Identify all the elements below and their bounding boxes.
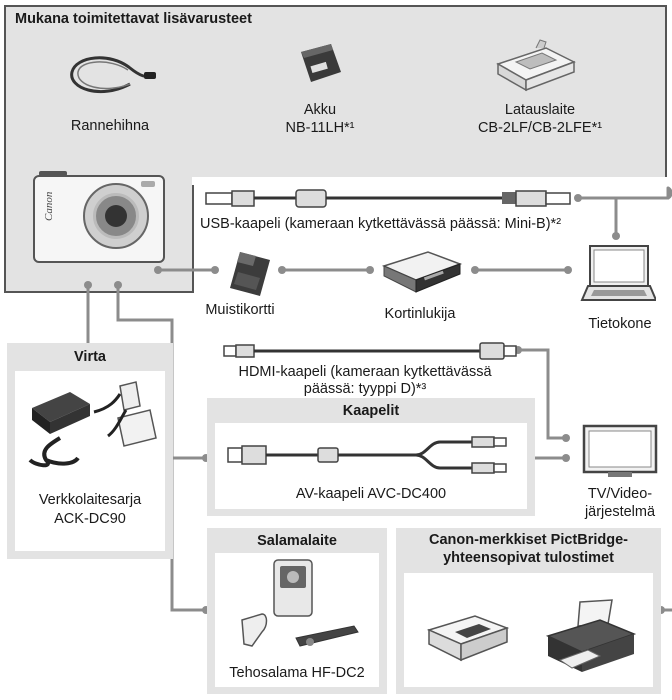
- battery-label-line2: NB-11LH*¹: [285, 120, 355, 136]
- tv-label-line2: järjestelmä: [584, 504, 656, 520]
- power-box-inner: [15, 371, 165, 551]
- computer-image: [580, 245, 656, 301]
- printers-title-line2: yhteensopivat tulostimet: [443, 550, 614, 566]
- computer-label: Tietokone: [588, 316, 652, 332]
- panel-cutout: [192, 177, 672, 185]
- ac-adapter-image: [28, 381, 157, 468]
- flash-item-label: Tehosalama HF-DC2: [229, 665, 365, 681]
- av-cable-label: AV-kaapeli AVC-DC400: [295, 486, 447, 502]
- flash-title: Salamalaite: [257, 533, 337, 549]
- camera-image: Canon: [33, 171, 165, 263]
- battery-image: [301, 44, 341, 82]
- accessories-title: Mukana toimitettavat lisävarusteet: [15, 11, 252, 27]
- charger-label-line1: Latauslaite: [504, 102, 576, 118]
- flash-unit-image: [241, 559, 359, 647]
- power-item-line2: ACK-DC90: [54, 511, 126, 527]
- hdmi-label-line2: päässä: tyyppi D)*³: [303, 381, 427, 397]
- usb-cable-image: [205, 189, 571, 208]
- accessories-panel: [4, 5, 667, 179]
- memory-card-label: Muistikortti: [205, 302, 275, 318]
- av-cable-image: [227, 436, 507, 474]
- strap-label: Rannehihna: [70, 118, 150, 134]
- tv-image: [582, 424, 658, 477]
- charger-label-line2: CB-2LF/CB-2LFE*¹: [477, 120, 603, 136]
- tv-label-line1: TV/Video-: [587, 486, 653, 502]
- photo-printer-image: [426, 615, 510, 662]
- cables-title: Kaapelit: [342, 403, 400, 419]
- power-item-line1: Verkkolaitesarja: [38, 492, 142, 508]
- charger-image: [496, 39, 576, 92]
- card-reader-label: Kortinlukija: [384, 306, 456, 322]
- hdmi-cable-image: [223, 342, 517, 360]
- power-title: Virta: [74, 349, 106, 365]
- wrist-strap-image: [70, 56, 156, 93]
- inkjet-printer-image: [545, 599, 637, 672]
- card-reader-image: [381, 251, 463, 293]
- hdmi-label-line1: HDMI-kaapeli (kameraan kytkettävässä: [238, 364, 492, 380]
- memory-card-image: [230, 252, 270, 296]
- printers-title-line1: Canon-merkkiset PictBridge-: [428, 532, 629, 548]
- battery-label-line1: Akku: [303, 102, 337, 118]
- usb-cable-label: USB-kaapeli (kameraan kytkettävässä pääs…: [200, 216, 562, 232]
